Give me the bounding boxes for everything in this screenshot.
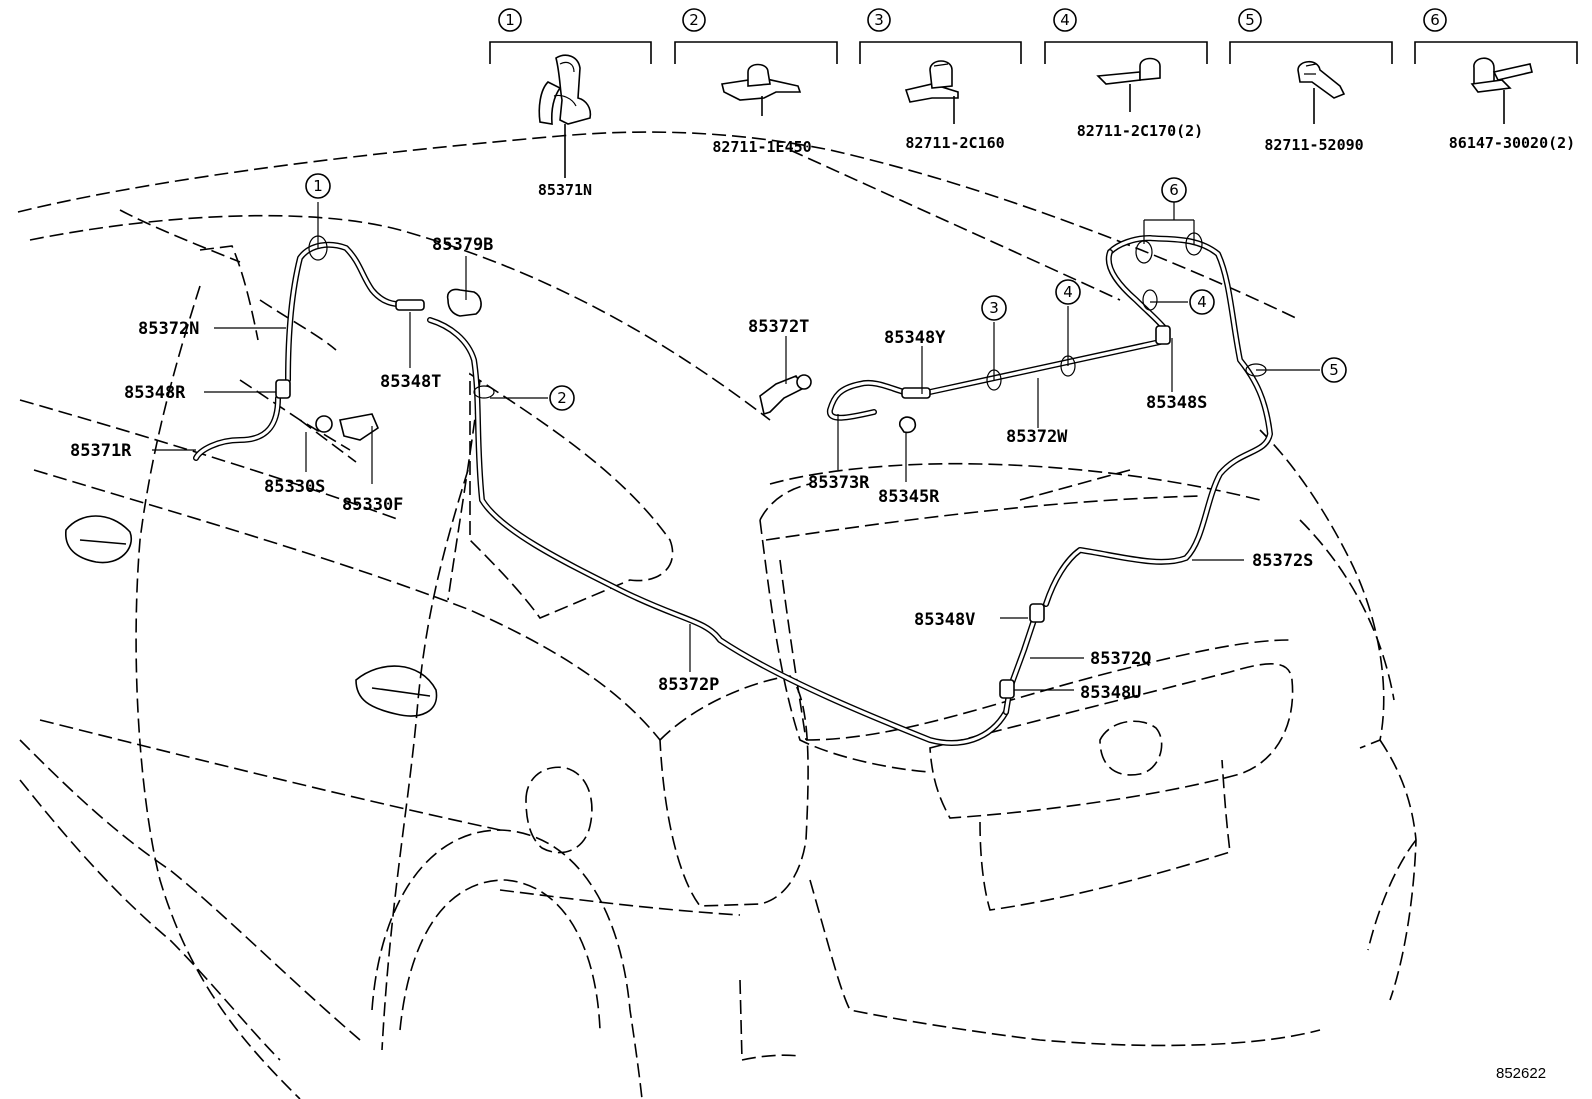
legend-part-86147-30020: 86147-30020(2) (1449, 134, 1575, 152)
label-85330s: 85330S (264, 477, 325, 497)
label-85348t: 85348T (380, 372, 441, 392)
elbow-85372t (759, 375, 806, 416)
legend-index-6: 6 (1423, 8, 1447, 32)
legend-index-4: 4 (1053, 8, 1077, 32)
label-85348y: 85348Y (884, 328, 946, 348)
callout-circle-5: 5 (1321, 357, 1347, 383)
svg-text:3: 3 (989, 299, 999, 317)
clip-85371n-drawing (538, 54, 592, 125)
label-85372t: 85372T (748, 317, 809, 337)
svg-text:4: 4 (1063, 283, 1073, 301)
clamp-82711-52090-drawing (1297, 60, 1346, 124)
callout-leaders (152, 202, 1320, 691)
legend-index-5: 5 (1238, 8, 1262, 32)
vehicle-body-outline (17, 131, 1417, 1099)
legend-part-82711-52090: 82711-52090 (1264, 136, 1363, 154)
label-85348r: 85348R (124, 383, 186, 403)
label-85372q: 85372Q (1090, 649, 1151, 669)
joint-85348y (901, 387, 931, 399)
label-85330f: 85330F (342, 495, 403, 515)
valve-85345r (898, 416, 917, 434)
grommet-85330s (315, 415, 333, 433)
pump-85330f (339, 413, 379, 441)
callout-circle-3: 3 (981, 295, 1007, 321)
part-labels: 85379B 85372N 85348R 85348T 85371R 85330… (70, 235, 1313, 703)
legend-index-2: 2 (682, 8, 706, 32)
label-85348s: 85348S (1146, 393, 1207, 413)
svg-text:1: 1 (313, 177, 323, 195)
svg-text:5: 5 (1329, 361, 1339, 379)
svg-text:2: 2 (557, 389, 567, 407)
svg-text:4: 4 (1060, 11, 1070, 29)
nozzle-85379b (446, 288, 482, 317)
callout-circle-1: 1 (305, 173, 331, 199)
legend-part-85371n: 85371N (538, 181, 592, 199)
label-85348u: 85348U (1080, 683, 1141, 703)
legend-part-82711-1e450: 82711-1E450 (712, 138, 811, 156)
label-85345r: 85345R (878, 487, 940, 507)
label-85379b: 85379B (432, 235, 493, 255)
label-85348v: 85348V (914, 610, 975, 630)
joint-85348u (999, 679, 1015, 699)
label-85373r: 85373R (808, 473, 870, 493)
figure-id: 852622 (1496, 1065, 1546, 1082)
legend-frames (489, 41, 1578, 64)
svg-text:1: 1 (505, 11, 515, 29)
joint-85348v (1029, 603, 1045, 623)
svg-text:2: 2 (689, 11, 699, 29)
label-85372w: 85372W (1006, 427, 1068, 447)
callout-circle-4a: 4 (1055, 279, 1081, 305)
legend-index-3: 3 (867, 8, 891, 32)
clamp-82711-2c160-drawing (904, 60, 959, 124)
callout-circle-4b: 4 (1189, 289, 1215, 315)
svg-text:6: 6 (1169, 181, 1179, 199)
callout-circle-2: 2 (549, 385, 575, 411)
label-85372s: 85372S (1252, 551, 1313, 571)
svg-text:4: 4 (1197, 293, 1207, 311)
legend-part-82711-2c170: 82711-2C170(2) (1077, 122, 1203, 140)
clamp-82711-1e450-drawing (721, 63, 802, 116)
callout-circle-6: 6 (1161, 177, 1187, 203)
svg-text:3: 3 (874, 11, 884, 29)
joint-85348r (275, 379, 291, 399)
legend-part-82711-2c160: 82711-2C160 (905, 134, 1004, 152)
joint-85348s (1155, 325, 1171, 345)
clamp-2 (473, 385, 495, 399)
svg-text:5: 5 (1245, 11, 1255, 29)
svg-text:6: 6 (1430, 11, 1440, 29)
clamp-4b (1142, 289, 1158, 311)
clamp-82711-2c170-drawing (1096, 57, 1161, 112)
joint-85348t (395, 299, 425, 311)
washer-hose-system (193, 232, 1273, 746)
label-85372n: 85372N (138, 319, 199, 339)
label-85372p: 85372P (658, 675, 719, 695)
legend-index-1: 1 (498, 8, 522, 32)
clamp-86147-30020-drawing (1470, 57, 1533, 124)
label-85371r: 85371R (70, 441, 132, 461)
fastener-legend: 1 2 3 4 5 6 (489, 8, 1578, 199)
